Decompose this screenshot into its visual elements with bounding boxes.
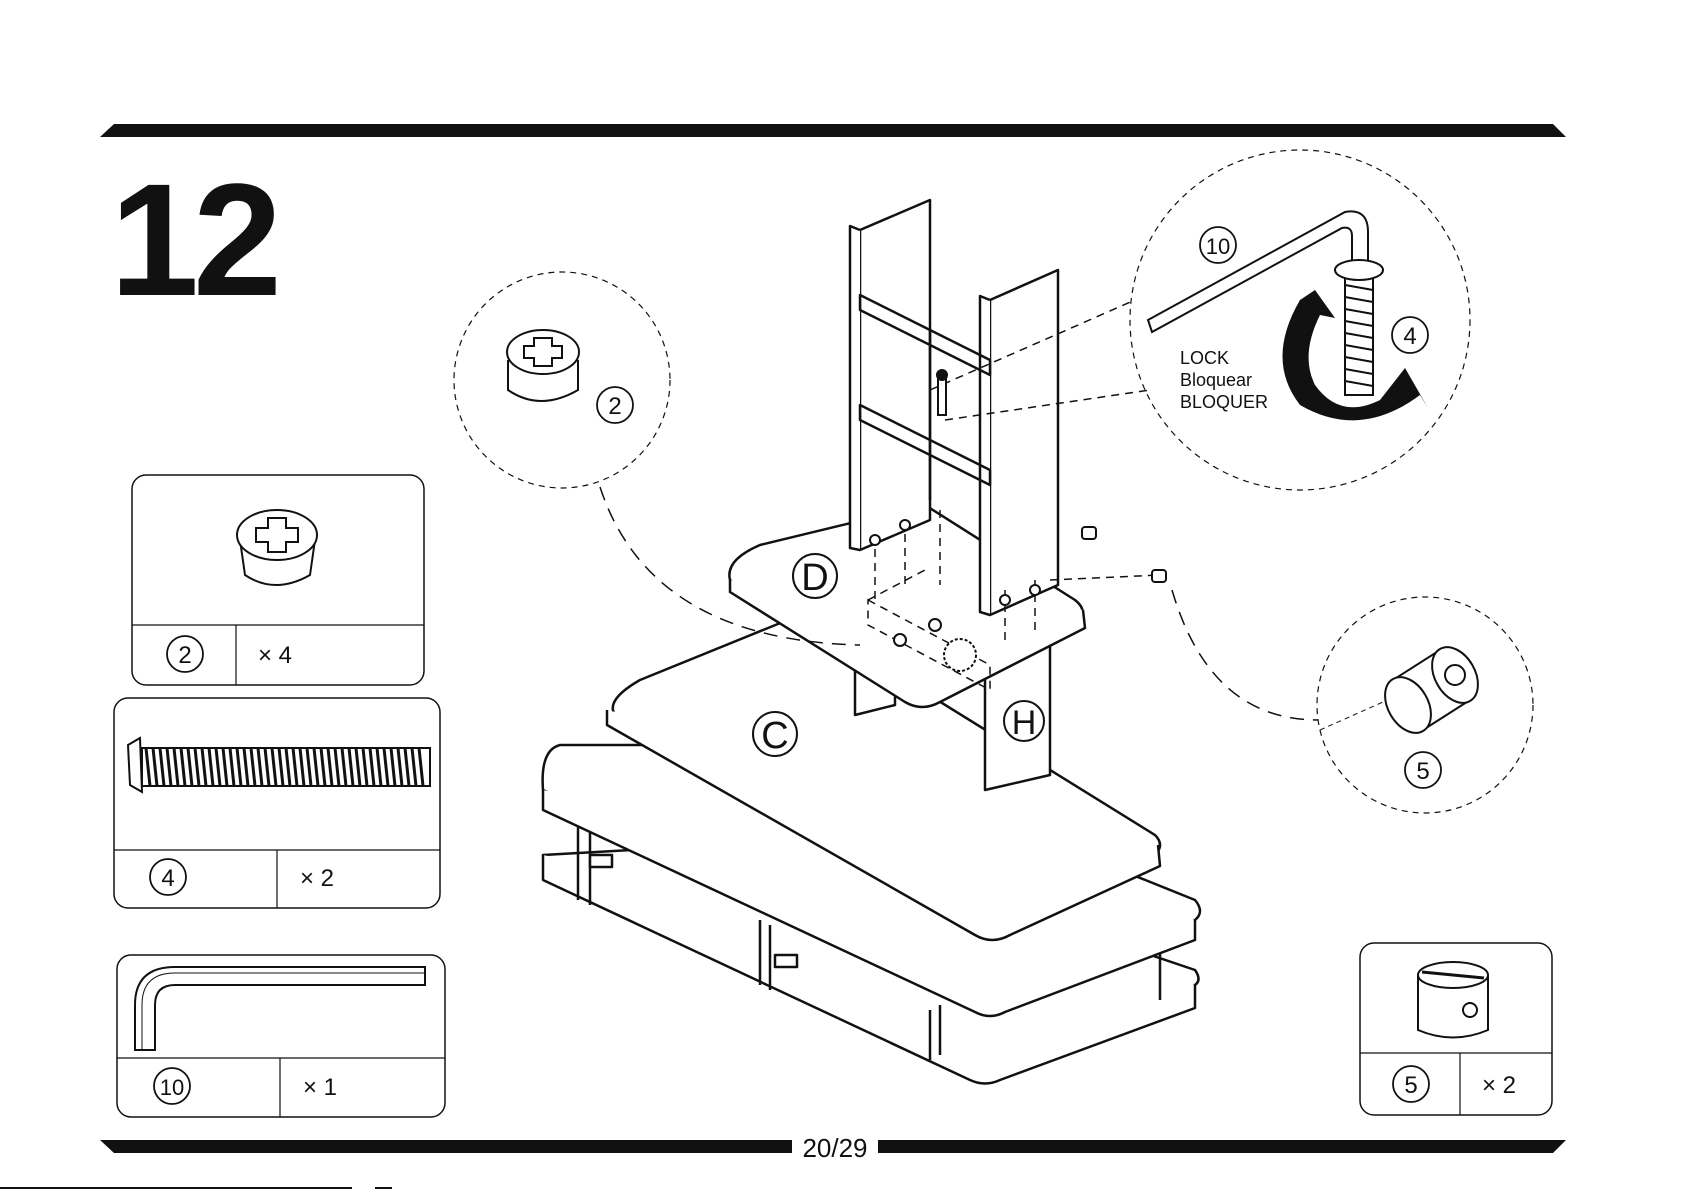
cam-lock-icon xyxy=(507,330,579,401)
part-2-qty: × 4 xyxy=(258,642,292,669)
step-number: 12 xyxy=(110,150,276,329)
part-5-qty: × 2 xyxy=(1482,1072,1516,1099)
barrel-nut-callout: 5 xyxy=(1172,590,1533,813)
cam-lock-icon xyxy=(237,510,317,585)
barrel-nut-icon xyxy=(1376,639,1488,741)
svg-text:H: H xyxy=(1012,704,1037,742)
part-10-id: 10 xyxy=(160,1075,184,1100)
lock-word-es: Bloquear xyxy=(1180,370,1252,390)
part-4-qty: × 2 xyxy=(300,865,334,892)
top-banner-bar xyxy=(100,124,1566,137)
bottom-banner-bar-right xyxy=(878,1140,1566,1153)
parts-box-barrel-nut: 5 × 2 xyxy=(1360,943,1552,1115)
parts-box-bolt: 4 × 2 xyxy=(114,698,440,908)
barrel-nut-callout-part: 5 xyxy=(1416,758,1429,785)
panel-label-h: H xyxy=(1004,701,1044,742)
svg-text:C: C xyxy=(761,715,788,757)
parts-box-allen-key: 10 × 1 xyxy=(117,955,445,1117)
barrel-nut-icon xyxy=(1418,962,1488,1038)
tighten-callout: 10 4 LOCK Bloquear BLOQUER xyxy=(1130,150,1470,490)
panel-label-c: C xyxy=(753,712,797,757)
part-2-id: 2 xyxy=(178,642,191,669)
part-5-id: 5 xyxy=(1404,1072,1417,1099)
svg-text:D: D xyxy=(801,557,828,599)
parts-box-cam-lock: 2 × 4 xyxy=(132,475,424,685)
part-10-qty: × 1 xyxy=(303,1074,337,1101)
page-number: 20/29 xyxy=(802,1133,867,1163)
cam-lock-callout-part: 2 xyxy=(608,393,621,420)
tighten-callout-bolt: 4 xyxy=(1403,323,1416,350)
tighten-callout-tool: 10 xyxy=(1206,234,1230,259)
furniture-assembly-drawing xyxy=(543,200,1200,1084)
part-4-id: 4 xyxy=(161,865,174,892)
lock-word-fr: BLOQUER xyxy=(1180,392,1268,412)
panel-label-d: D xyxy=(793,554,837,599)
bottom-banner-bar-left xyxy=(100,1140,792,1153)
bolt-icon xyxy=(1335,260,1383,395)
lock-word-en: LOCK xyxy=(1180,348,1229,368)
